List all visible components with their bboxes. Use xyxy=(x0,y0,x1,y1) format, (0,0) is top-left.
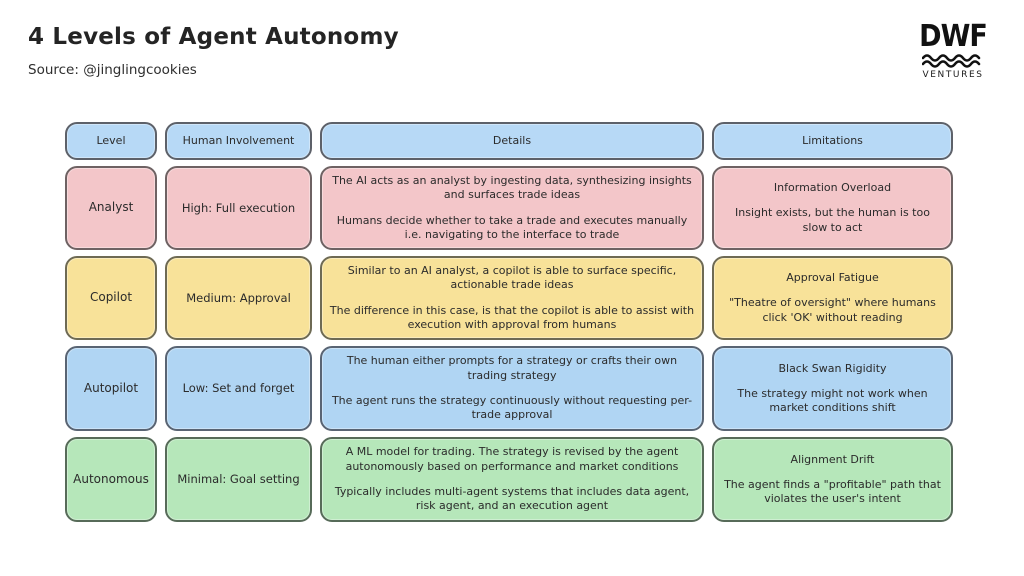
wave-lines-icon xyxy=(922,54,981,68)
level-cell-copilot: Copilot xyxy=(65,256,157,340)
human-involvement-cell-autonomous: Minimal: Goal setting xyxy=(165,437,312,522)
details-paragraph: A ML model for trading. The strategy is … xyxy=(345,445,679,473)
details-cell-autonomous: A ML model for trading. The strategy is … xyxy=(320,437,704,522)
human-involvement-cell-analyst: High: Full execution xyxy=(165,166,312,250)
limitation-detail: The strategy might not work when market … xyxy=(737,386,928,415)
limitations-cell-analyst: Information Overload Insight exists, but… xyxy=(712,166,953,250)
page-title: 4 Levels of Agent Autonomy xyxy=(28,24,399,50)
limitation-title: Black Swan Rigidity xyxy=(778,361,887,375)
limitations-cell-autonomous: Alignment Drift The agent finds a "profi… xyxy=(712,437,953,522)
column-header-human-involvement: Human Involvement xyxy=(165,122,312,160)
human-involvement-cell-autopilot: Low: Set and forget xyxy=(165,346,312,431)
column-header-details: Details xyxy=(320,122,704,160)
details-paragraph: The AI acts as an analyst by ingesting d… xyxy=(332,173,692,202)
details-paragraph: Typically includes multi-agent systems t… xyxy=(334,485,690,513)
limitation-detail: Insight exists, but the human is too slo… xyxy=(735,206,930,234)
level-cell-autonomous: Autonomous xyxy=(65,437,157,522)
autonomy-table: Level Human Involvement Details Limitati… xyxy=(65,122,953,522)
details-paragraph: Humans decide whether to take a trade an… xyxy=(336,213,688,241)
logo-sub-text: VENTURES xyxy=(922,70,984,80)
limitations-cell-copilot: Approval Fatigue "Theatre of oversight" … xyxy=(712,256,953,340)
limitation-title: Information Overload xyxy=(773,181,892,195)
level-cell-autopilot: Autopilot xyxy=(65,346,157,431)
column-header-level: Level xyxy=(65,122,157,160)
details-paragraph: The difference in this case, is that the… xyxy=(329,303,695,331)
limitation-detail: The agent finds a "profitable" path that… xyxy=(724,477,941,506)
details-cell-copilot: Similar to an AI analyst, a copilot is a… xyxy=(320,256,704,340)
column-header-limitations: Limitations xyxy=(712,122,953,160)
limitation-title: Alignment Drift xyxy=(790,452,875,466)
details-cell-autopilot: The human either prompts for a strategy … xyxy=(320,346,704,431)
details-paragraph: Similar to an AI analyst, a copilot is a… xyxy=(347,263,677,292)
human-involvement-cell-copilot: Medium: Approval xyxy=(165,256,312,340)
limitations-cell-autopilot: Black Swan Rigidity The strategy might n… xyxy=(712,346,953,431)
logo-brand-text: DWF xyxy=(919,19,988,54)
details-paragraph: The agent runs the strategy continuously… xyxy=(331,394,693,422)
limitation-detail: "Theatre of oversight" where humans clic… xyxy=(729,296,936,324)
limitation-title: Approval Fatigue xyxy=(786,271,879,285)
details-paragraph: The human either prompts for a strategy … xyxy=(346,354,678,382)
source-credit: Source: @jinglingcookies xyxy=(28,62,197,78)
details-cell-analyst: The AI acts as an analyst by ingesting d… xyxy=(320,166,704,250)
dwf-ventures-logo: DWF VENTURES xyxy=(914,19,992,81)
level-cell-analyst: Analyst xyxy=(65,166,157,250)
